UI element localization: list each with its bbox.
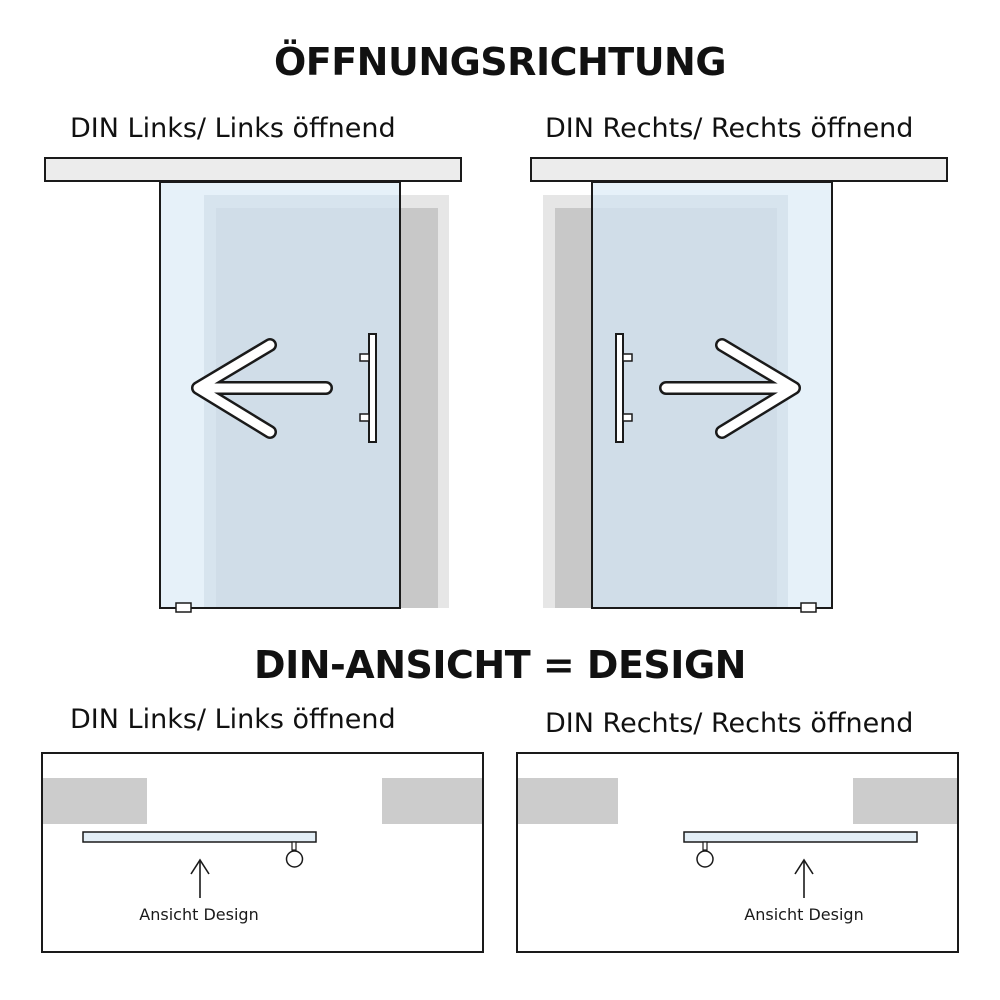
din-view-design-title: DIN-ANSICHT = DESIGN <box>254 643 746 687</box>
floor-guide <box>175 602 192 613</box>
din-right-design-label: DIN Rechts/ Rechts öffnend <box>545 708 914 739</box>
view-design-label: Ansicht Design <box>744 905 863 924</box>
door-handle <box>615 333 633 443</box>
top-rail <box>44 157 462 182</box>
opening-direction-title: ÖFFNUNGSRICHTUNG <box>273 40 727 84</box>
wall-block-right <box>853 778 957 824</box>
glass-pane-top-view <box>683 831 918 843</box>
din-right-label: DIN Rechts/ Rechts öffnend <box>545 113 914 144</box>
top-view-left: Ansicht Design <box>41 752 484 953</box>
handle-knob-icon <box>696 841 714 868</box>
wall-block-left <box>43 778 147 824</box>
top-view-right: Ansicht Design <box>516 752 959 953</box>
arrow-right-icon <box>659 338 801 439</box>
handle-knob-icon <box>285 841 304 868</box>
floor-guide <box>800 602 817 613</box>
top-rail <box>530 157 948 182</box>
door-handle <box>359 333 377 443</box>
wall-block-left <box>518 778 618 824</box>
arrow-left-icon <box>191 338 333 439</box>
din-left-design-label: DIN Links/ Links öffnend <box>70 704 396 735</box>
glass-pane-top-view <box>82 831 317 843</box>
wall-block-right <box>382 778 482 824</box>
door-right-illustration <box>530 157 948 613</box>
view-design-label: Ansicht Design <box>139 905 258 924</box>
din-left-label: DIN Links/ Links öffnend <box>70 113 396 144</box>
door-left-illustration <box>44 157 462 613</box>
view-arrow-up-icon <box>794 858 814 898</box>
view-arrow-up-icon <box>190 858 210 898</box>
